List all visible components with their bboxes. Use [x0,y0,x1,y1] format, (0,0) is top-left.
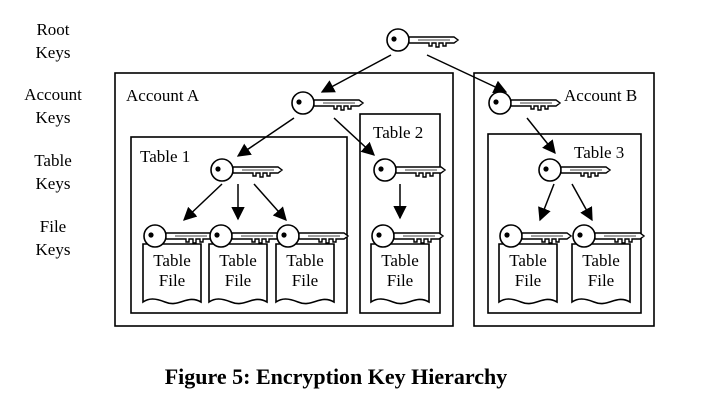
table-3-key-icon [538,158,611,182]
svg-text:Table: Table [381,251,419,270]
svg-text:File: File [588,271,614,290]
svg-text:Root: Root [36,20,69,39]
svg-text:Keys: Keys [36,108,71,127]
svg-text:File: File [515,271,541,290]
table-1-box [130,136,348,314]
arrow-account-a-to-table-2 [333,117,375,156]
account-b-key-icon [488,91,561,115]
table-2-label: Table 2 [373,123,423,142]
account-a-label: Account A [126,86,200,105]
account-a-key-icon [291,91,364,115]
level-label-file: File Keys [36,217,71,259]
table-2-key-icon [373,158,446,182]
arrow-root-to-account-b [426,54,508,93]
arrow-table-1-to-file-3 [253,183,287,222]
svg-text:Table: Table [34,151,72,170]
level-label-account: Account Keys [24,85,82,127]
table-file-3: Table File [275,224,349,305]
table-3-box [487,133,642,314]
svg-text:File: File [225,271,251,290]
svg-text:Table: Table [582,251,620,270]
arrow-account-b-to-table-3 [526,117,556,155]
arrow-table-3-to-file-6 [571,183,593,222]
figure-caption: Figure 5: Encryption Key Hierarchy [165,364,508,389]
table-file-5: Table File [498,224,572,305]
svg-text:Table: Table [509,251,547,270]
svg-text:File: File [292,271,318,290]
svg-text:File: File [387,271,413,290]
table-file-4: Table File [370,224,444,305]
svg-text:Table: Table [153,251,191,270]
svg-text:Keys: Keys [36,43,71,62]
arrow-account-a-to-table-1 [236,117,295,157]
account-a-box [114,72,454,327]
account-b-box [473,72,655,327]
table-file-6: Table File [571,224,645,305]
level-label-table: Table Keys [34,151,72,193]
table-1-key-icon [210,158,283,182]
level-label-root: Root Keys [36,20,71,62]
svg-text:Table: Table [219,251,257,270]
arrow-table-3-to-file-5 [538,183,555,222]
table-file-1: Table File [142,224,216,305]
svg-text:Keys: Keys [36,240,71,259]
table-3-label: Table 3 [574,143,624,162]
account-b-label: Account B [564,86,637,105]
table-file-2: Table File [208,224,282,305]
svg-text:File: File [159,271,185,290]
root-key-icon [386,28,459,52]
table-2-box [359,113,441,314]
table-1-label: Table 1 [140,147,190,166]
arrow-root-to-account-a [320,54,392,93]
svg-text:Table: Table [286,251,324,270]
svg-text:Account: Account [24,85,82,104]
svg-text:Keys: Keys [36,174,71,193]
svg-text:File: File [40,217,66,236]
arrow-table-1-to-file-1 [183,183,223,221]
